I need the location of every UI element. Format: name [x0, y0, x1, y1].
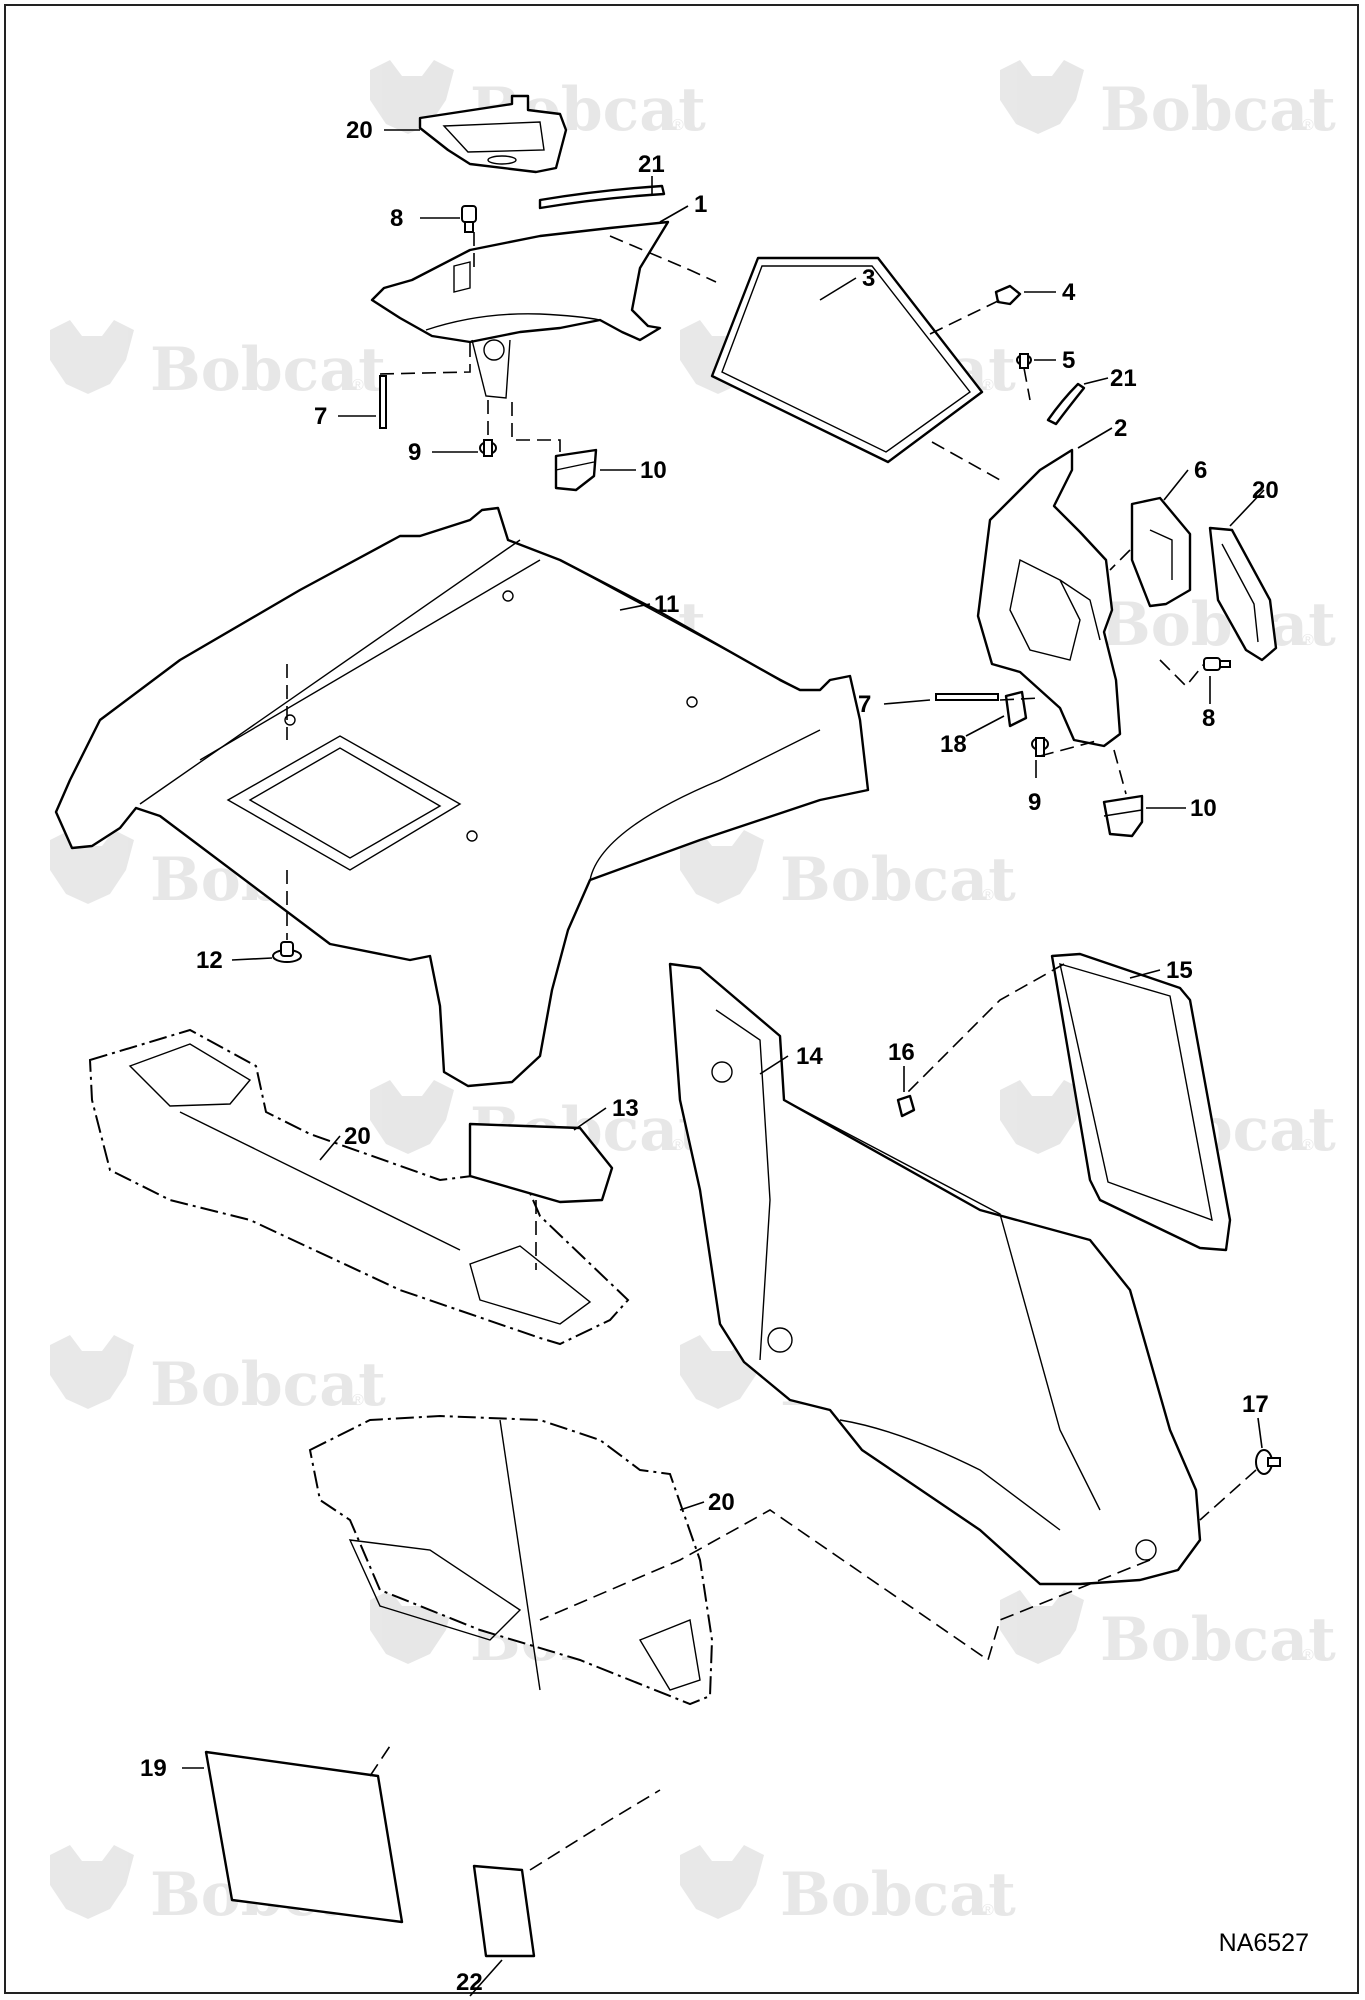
svg-text:®: ®	[982, 887, 994, 904]
part-3-headliner-pad[interactable]	[710, 256, 984, 464]
assembly-dash-lines	[286, 232, 1257, 1871]
part-13-pad[interactable]	[468, 1122, 614, 1204]
leader-lines	[182, 129, 1265, 1997]
part-4-clip[interactable]	[994, 284, 1022, 306]
callout-labels: 20 21 8 1 3 4 5 21 7 9 10 2 6 20 11 7 8 …	[140, 117, 1279, 1996]
part-12-retainer[interactable]	[272, 941, 302, 963]
part-20-lower-seal[interactable]	[308, 1414, 714, 1706]
callout-22: 22	[456, 1969, 483, 1996]
svg-text:®: ®	[672, 1137, 684, 1154]
svg-text:®: ®	[352, 1392, 364, 1409]
part-7-pin[interactable]	[935, 693, 999, 701]
callout-7: 7	[858, 691, 871, 718]
diagram-frame	[4, 4, 1359, 1994]
bobcat-logo-icon	[1000, 1590, 1084, 1664]
callout-20: 20	[1252, 477, 1279, 504]
bobcat-logo-icon	[680, 830, 764, 904]
callout-8: 8	[1202, 705, 1215, 732]
part-20-top-seal[interactable]	[418, 94, 568, 174]
bobcat-logo-icon	[50, 1845, 134, 1919]
svg-text:®: ®	[352, 377, 364, 394]
callout-11: 11	[654, 591, 679, 618]
bobcat-logo-icon	[370, 1080, 454, 1154]
part-5-screw[interactable]	[1016, 353, 1032, 369]
bobcat-watermark: Bobcat®	[50, 320, 386, 405]
callout-14: 14	[796, 1043, 823, 1070]
part-15-side-panel[interactable]	[1050, 952, 1232, 1252]
svg-text:®: ®	[982, 1902, 994, 1919]
callout-10: 10	[1190, 795, 1217, 822]
bobcat-watermark: Bobcat®	[50, 1335, 386, 1420]
callout-17: 17	[1242, 1391, 1269, 1418]
part-18-clip[interactable]	[1004, 690, 1028, 728]
callout-1: 1	[694, 191, 707, 218]
bobcat-watermark: Bobcat®	[1000, 1590, 1336, 1675]
svg-text:Bobcat: Bobcat	[1100, 1605, 1336, 1675]
callout-20: 20	[346, 117, 373, 144]
part-14-side-trim[interactable]	[668, 962, 1202, 1586]
svg-text:®: ®	[672, 117, 684, 134]
part-9-screw[interactable]	[1031, 737, 1049, 757]
part-10-bracket[interactable]	[554, 448, 598, 492]
callout-9: 9	[408, 439, 421, 466]
bobcat-watermark: Bobcat®	[1000, 60, 1336, 145]
part-20-middle-seal[interactable]	[88, 1028, 630, 1346]
part-9-screw[interactable]	[479, 439, 497, 457]
part-22-pad[interactable]	[472, 1864, 536, 1958]
callout-20: 20	[344, 1123, 371, 1150]
callout-8: 8	[390, 205, 403, 232]
callout-2: 2	[1114, 415, 1127, 442]
callout-20: 20	[708, 1489, 735, 1516]
svg-text:®: ®	[1302, 117, 1314, 134]
bobcat-logo-icon	[1000, 60, 1084, 134]
callout-21: 21	[638, 151, 665, 178]
callout-7: 7	[314, 403, 327, 430]
callout-3: 3	[862, 265, 875, 292]
part-7-pin[interactable]	[379, 375, 387, 429]
callout-12: 12	[196, 947, 223, 974]
callout-15: 15	[1166, 957, 1193, 984]
callout-16: 16	[888, 1039, 915, 1066]
svg-text:Bobcat: Bobcat	[1100, 75, 1336, 145]
svg-text:Bobcat: Bobcat	[150, 1350, 386, 1420]
part-21-strip[interactable]	[1046, 382, 1086, 426]
bobcat-logo-icon	[1000, 1080, 1084, 1154]
bobcat-logo-icon	[50, 320, 134, 394]
callout-5: 5	[1062, 347, 1075, 374]
svg-text:®: ®	[982, 377, 994, 394]
part-21-strip[interactable]	[538, 184, 666, 210]
part-10-bracket[interactable]	[1102, 794, 1144, 838]
svg-text:®: ®	[1302, 1137, 1314, 1154]
svg-text:Bobcat: Bobcat	[150, 335, 386, 405]
svg-text:Bobcat: Bobcat	[780, 845, 1016, 915]
part-20-right-seal[interactable]	[1208, 526, 1278, 662]
bobcat-logo-icon	[680, 1845, 764, 1919]
svg-text:®: ®	[1302, 1647, 1314, 1664]
callout-10: 10	[640, 457, 667, 484]
bobcat-watermark: Bobcat®	[680, 830, 1016, 915]
bobcat-logo-icon	[50, 1335, 134, 1409]
callout-21: 21	[1110, 365, 1137, 392]
callout-6: 6	[1194, 457, 1207, 484]
callout-19: 19	[140, 1755, 167, 1782]
part-1-left-trim[interactable]	[370, 220, 670, 399]
bobcat-watermark: Bobcat®	[680, 1845, 1016, 1930]
svg-text:Bobcat: Bobcat	[780, 1860, 1016, 1930]
part-19-pad[interactable]	[204, 1750, 404, 1924]
callout-9: 9	[1028, 789, 1041, 816]
part-8-fastener[interactable]	[1203, 657, 1231, 671]
part-6-vent-cover[interactable]	[1130, 496, 1192, 608]
callout-18: 18	[940, 731, 967, 758]
drawing-number: NA6527	[1218, 1929, 1309, 1957]
part-2-right-trim[interactable]	[976, 448, 1122, 748]
part-16-clip[interactable]	[896, 1094, 916, 1118]
callout-4: 4	[1062, 279, 1076, 306]
svg-text:®: ®	[1302, 632, 1314, 649]
part-17-retainer[interactable]	[1255, 1449, 1281, 1475]
part-11-headliner[interactable]	[54, 506, 870, 1088]
part-8-fastener[interactable]	[461, 205, 477, 233]
callout-13: 13	[612, 1095, 639, 1122]
